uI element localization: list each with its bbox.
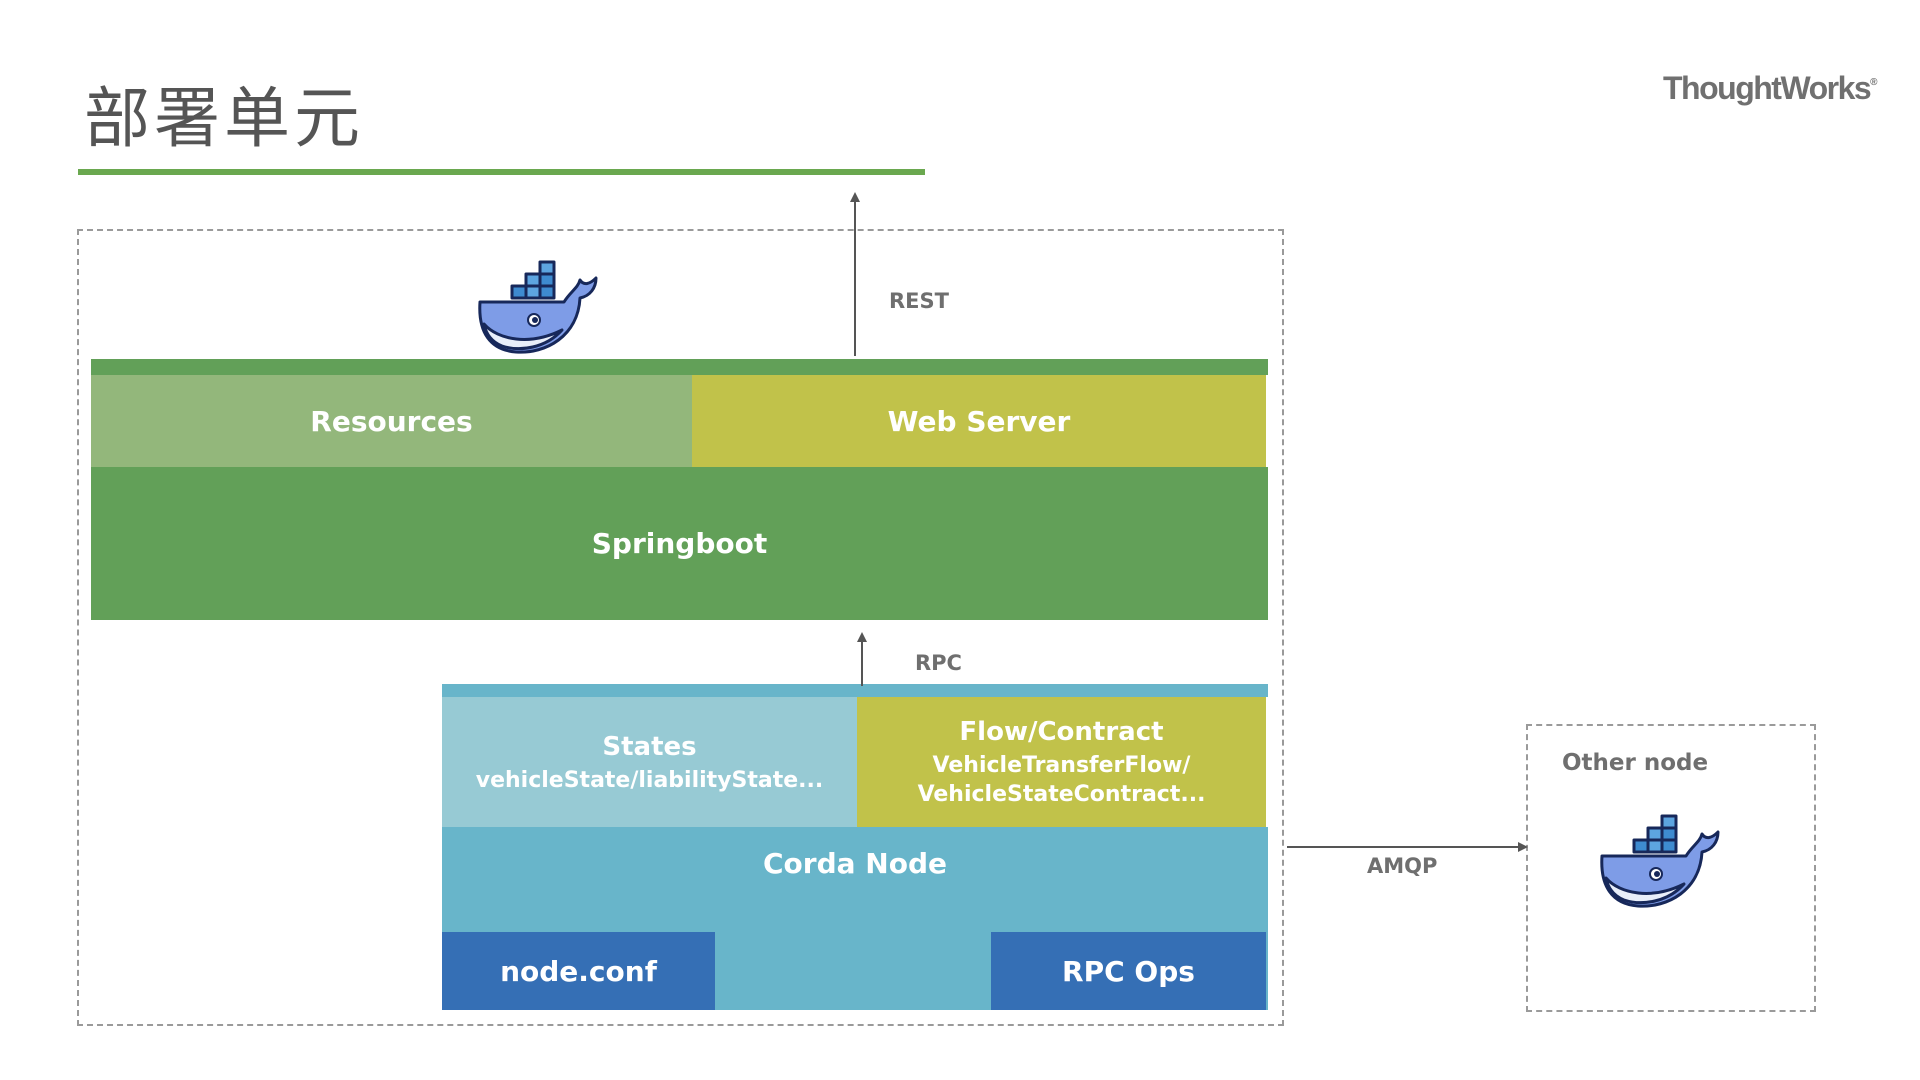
states-detail: vehicleState/liabilityState... [475,767,824,793]
deployment-unit-boundary [77,229,1284,1026]
amqp-label: AMQP [1367,854,1438,878]
resources-label: Resources [310,404,473,438]
web-server-block: Web Server [692,375,1266,467]
resources-block: Resources [91,375,692,467]
corda-node-label: Corda Node [763,847,947,880]
flow-detail-1: VehicleTransferFlow/ [932,753,1191,778]
rpc-label: RPC [915,651,962,675]
title-underline [78,169,925,175]
springboot-block: Springboot [91,467,1268,620]
page-title: 部署单元 [84,80,364,157]
other-node-label: Other node [1562,750,1709,776]
corda-top-strip [442,684,1268,697]
docker-whale-icon [1600,814,1720,908]
rest-label: REST [889,289,949,313]
docker-whale-icon [478,260,598,354]
rpc-ops-label: RPC Ops [1062,954,1195,988]
other-node-boundary [1526,724,1816,1012]
rpc-ops-block: RPC Ops [991,932,1266,1010]
node-conf-block: node.conf [442,932,715,1010]
node-conf-label: node.conf [500,954,657,988]
flow-detail-2: VehicleStateContract... [917,782,1206,807]
flow-contract-label: Flow/Contract [959,717,1164,747]
springboot-top-strip [91,359,1268,375]
states-block: States vehicleState/liabilityState... [442,697,857,827]
web-server-label: Web Server [887,404,1071,438]
thoughtworks-logo: ThoughtWorks® [1663,70,1878,106]
springboot-label: Springboot [591,527,768,560]
flow-contract-block: Flow/Contract VehicleTransferFlow/ Vehic… [857,697,1266,827]
states-label: States [602,731,697,762]
